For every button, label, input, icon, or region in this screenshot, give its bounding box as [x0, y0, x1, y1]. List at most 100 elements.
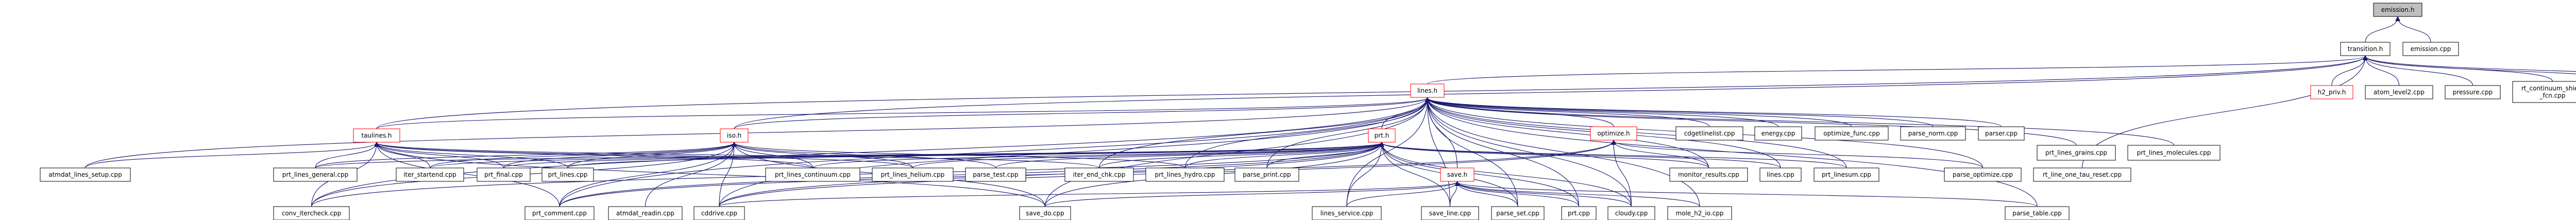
node-save-do-cpp[interactable]: save_do.cpp — [1019, 206, 1071, 220]
node-energy-cpp[interactable]: energy.cpp — [1754, 126, 1802, 141]
edge-parse_optimize_cpp-to-optimize_h — [1614, 141, 1984, 168]
node-prt-lines-continuum-cpp[interactable]: prt_lines_continuum.cpp — [765, 167, 860, 182]
node-atom-level2-cpp[interactable]: atom_level2.cpp — [2365, 85, 2433, 99]
node-prt-lines-general-cpp[interactable]: prt_lines_general.cpp — [273, 167, 358, 182]
node-parse-print-cpp[interactable]: parse_print.cpp — [1234, 167, 1299, 182]
node-cloudy-cpp[interactable]: cloudy.cpp — [1607, 206, 1655, 220]
node-atmdat-lines-setup-cpp[interactable]: atmdat_lines_setup.cpp — [40, 167, 131, 182]
node-cdgetlinelist-cpp[interactable]: cdgetlinelist.cpp — [1675, 126, 1743, 141]
node-label: atmdat_lines_setup.cpp — [48, 171, 122, 178]
node-label: prt_lines_molecules.cpp — [2137, 149, 2211, 157]
edge-atmdat_lines_setup_cpp-to-taulines_h — [84, 143, 377, 168]
node-prt-lines-hydro-cpp[interactable]: prt_lines_hydro.cpp — [1145, 167, 1225, 182]
edge-save_line_cpp-to-save_h — [1449, 182, 1458, 207]
edge-prt_comment_cpp-to-iso_h — [559, 143, 734, 207]
node-box — [396, 167, 464, 182]
node-lines-service-cpp[interactable]: lines_service.cpp — [1312, 206, 1382, 220]
node-iter-startend-cpp[interactable]: iter_startend.cpp — [396, 167, 464, 182]
node-transition-h[interactable]: transition.h — [2340, 42, 2391, 56]
node-prt-lines-molecules-cpp[interactable]: prt_lines_molecules.cpp — [2127, 145, 2221, 161]
node-prt-cpp[interactable]: prt.cpp — [1561, 206, 1597, 220]
edge-atom_level2_cpp-to-transition_h — [2365, 56, 2400, 86]
node-rt-continuum-shield-fcn-cpp[interactable]: rt_continuum_shield_fcn.cpp — [2512, 81, 2576, 103]
node-box — [1978, 126, 2025, 141]
node-prt-lines-grains-cpp[interactable]: prt_lines_grains.cpp — [2037, 145, 2116, 161]
node-lines-h[interactable]: lines.h — [1410, 83, 1445, 98]
node-emission-cpp[interactable]: emission.cpp — [2402, 42, 2459, 56]
edge-prt_lines_continuum_cpp-to-taulines_h — [377, 143, 814, 168]
edge-mole_h2_io_cpp-to-save_h — [1458, 182, 1700, 207]
edge-h2_priv_h-to-transition_h — [2331, 56, 2365, 86]
node-optimize-h[interactable]: optimize.h — [1590, 126, 1637, 141]
node-prt-final-cpp[interactable]: prt_final.cpp — [477, 167, 531, 182]
node-box — [2373, 3, 2422, 17]
node-parse-table-cpp[interactable]: parse_table.cpp — [2005, 206, 2070, 220]
node-box — [1944, 167, 2022, 182]
node-iter-end-chk-cpp[interactable]: iter_end_chk.cpp — [1064, 167, 1134, 182]
node-label: iter_end_chk.cpp — [1073, 171, 1126, 178]
node-box — [1312, 206, 1382, 220]
node-box — [2005, 206, 2070, 220]
node-label: save_line.cpp — [1429, 210, 1471, 217]
edge-prt_cpp-to-save_h — [1458, 182, 1580, 207]
edge-iso_h-to-lines_h — [734, 98, 1428, 129]
node-box — [541, 167, 594, 182]
node-label: prt.cpp — [1568, 210, 1590, 217]
node-prt-lines-helium-cpp[interactable]: prt_lines_helium.cpp — [872, 167, 954, 182]
node-label: prt_lines_continuum.cpp — [775, 171, 851, 178]
edge-lines_h-to-transition_h — [1427, 56, 2366, 84]
edge-optimize_func_cpp-to-lines_h — [1428, 98, 1852, 127]
node-parse-set-cpp[interactable]: parse_set.cpp — [1491, 206, 1545, 220]
node-label: lines.h — [1417, 87, 1437, 94]
node-iso-h[interactable]: iso.h — [720, 128, 749, 143]
node-box — [2340, 42, 2391, 56]
node-box — [720, 128, 749, 143]
node-pressure-cpp[interactable]: pressure.cpp — [2445, 85, 2501, 99]
node-prt-linesum-cpp[interactable]: prt_linesum.cpp — [1814, 167, 1879, 182]
node-box — [273, 206, 350, 220]
node-box — [40, 167, 131, 182]
node-label: cloudy.cpp — [1615, 210, 1648, 217]
edge-prt_lines_cpp-to-iso_h — [567, 143, 734, 168]
edge-atmdat_readin_cpp-to-iso_h — [645, 143, 735, 207]
node-parser-cpp[interactable]: parser.cpp — [1978, 126, 2025, 141]
node-box — [965, 167, 1026, 182]
node-box — [2445, 85, 2501, 99]
edge-cddrive_cpp-to-save_h — [719, 182, 1458, 207]
node-prt-lines-cpp[interactable]: prt_lines.cpp — [541, 167, 594, 182]
node-save-line-cpp[interactable]: save_line.cpp — [1421, 206, 1479, 220]
edge-rt_line_one_tau_reset_cpp-to-transition_h — [2081, 56, 2366, 168]
node-parse-norm-cpp[interactable]: parse_norm.cpp — [1900, 126, 1966, 141]
node-box — [524, 206, 595, 220]
node-rt-line-one-tau-reset-cpp[interactable]: rt_line_one_tau_reset.cpp — [2033, 167, 2131, 182]
node-label: prt_lines.cpp — [548, 171, 588, 178]
node-label: mole_h2_io.cpp — [1675, 210, 1723, 217]
edge-iter_startend_cpp-to-taulines_h — [377, 143, 431, 168]
node-label: emission.cpp — [2411, 45, 2451, 53]
node-label: conv_itercheck.cpp — [282, 210, 342, 217]
node-parse-test-cpp[interactable]: parse_test.cpp — [965, 167, 1026, 182]
edge-prt_lines_general_cpp-to-taulines_h — [315, 143, 377, 168]
node-mole-h2-io-cpp[interactable]: mole_h2_io.cpp — [1667, 206, 1732, 220]
node-optimize-func-cpp[interactable]: optimize_func.cpp — [1815, 126, 1889, 141]
node-label: prt_comment.cpp — [532, 210, 587, 217]
node-label: parse_optimize.cpp — [1953, 171, 2013, 178]
edge-transition_h-to-emission_h — [2365, 17, 2398, 43]
node-taulines-h[interactable]: taulines.h — [353, 128, 400, 143]
node-conv-itercheck-cpp[interactable]: conv_itercheck.cpp — [273, 206, 350, 220]
edge-cloudy_cpp-to-optimize_h — [1614, 141, 1632, 207]
edge-parse_norm_cpp-to-lines_h — [1428, 98, 1934, 127]
node-cddrive-cpp[interactable]: cddrive.cpp — [693, 206, 745, 220]
node-atmdat-readin-cpp[interactable]: atmdat_readin.cpp — [608, 206, 683, 220]
node-h2-priv-h[interactable]: h2_priv.h — [2310, 85, 2353, 99]
edge-prt_linesum_cpp-to-prt_h — [1382, 143, 1847, 168]
edge-rt_line_one_tauinc_cpp-to-transition_h — [2365, 56, 2576, 75]
node-label: optimize_func.cpp — [1823, 130, 1879, 137]
node-label: emission.h — [2381, 6, 2415, 13]
node-prt-h[interactable]: prt.h — [1368, 128, 1396, 143]
node-save-h[interactable]: save.h — [1440, 167, 1475, 182]
node-lines-cpp[interactable]: lines.cpp — [1759, 167, 1802, 182]
node-prt-comment-cpp[interactable]: prt_comment.cpp — [524, 206, 595, 220]
node-parse-optimize-cpp[interactable]: parse_optimize.cpp — [1944, 167, 2022, 182]
node-monitor-results-cpp[interactable]: monitor_results.cpp — [1669, 167, 1748, 182]
